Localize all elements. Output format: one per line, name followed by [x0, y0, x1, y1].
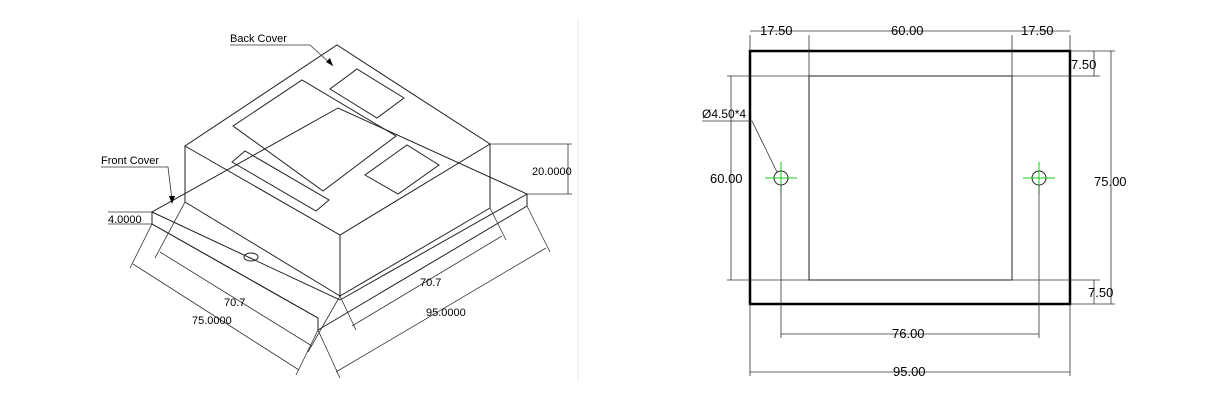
iso-right-inner-value: 70.7: [420, 277, 441, 289]
top-recess-strip: [231, 150, 330, 212]
mounting-hole: [243, 252, 259, 262]
front-cover-plate-front-edge: [317, 194, 528, 331]
plan-hole-spacing-value: 76.00: [892, 326, 925, 341]
plan-right-top-value: 7.50: [1071, 57, 1096, 72]
iso-right-dimensions: 70.7 95.0000: [317, 205, 551, 379]
plan-outer-outline: [748, 49, 1072, 306]
iso-right-outer-value: 95.0000: [426, 307, 466, 319]
back-cover-label: Back Cover: [230, 33, 287, 45]
back-cover-leader: [230, 44, 334, 67]
iso-height-value: 20.0000: [532, 166, 572, 178]
hole-callout: Ø4.50*4: [702, 107, 746, 121]
plan-top-center-value: 60.00: [891, 23, 924, 38]
iso-left-dimensions: 70.7 75.0000: [129, 201, 341, 376]
iso-height-dimension: 20.0000: [490, 143, 572, 195]
hole-callout-leader: [702, 120, 778, 173]
iso-left-inner-value: 70.7: [224, 297, 245, 309]
plan-left-height-value: 60.00: [710, 171, 743, 186]
box-bottom-right: [339, 207, 491, 297]
plan-right-total-value: 75.00: [1094, 174, 1127, 189]
front-cover-label: Front Cover: [101, 155, 159, 167]
plan-inner-outline: [808, 75, 1013, 281]
back-cover-arrow: [326, 58, 333, 66]
plan-top-right-value: 17.50: [1021, 23, 1054, 38]
iso-left-outer-value: 75.0000: [192, 315, 232, 327]
iso-thickness-value: 4.0000: [108, 214, 142, 226]
plan-top-left-value: 17.50: [760, 23, 793, 38]
plan-view: 17.50 60.00 17.50 7.50 75.00 7.50 60.00: [702, 23, 1127, 379]
back-cover-top-face: [184, 44, 491, 236]
front-cover-plate-corner-edge: [151, 223, 319, 319]
top-recess-small-back: [329, 68, 405, 119]
box-bottom-left: [184, 201, 341, 297]
front-cover-arrow: [169, 196, 175, 204]
front-cover-leader: [101, 166, 173, 201]
top-recess-small-front: [364, 144, 440, 195]
isometric-view: Back Cover Front Cover 20.0000 4.0000: [101, 33, 572, 379]
top-recess-large: [232, 79, 397, 192]
plan-total-width-value: 95.00: [893, 364, 926, 379]
plan-right-bottom-value: 7.50: [1088, 285, 1113, 300]
iso-thickness-dimension: 4.0000: [108, 211, 152, 226]
